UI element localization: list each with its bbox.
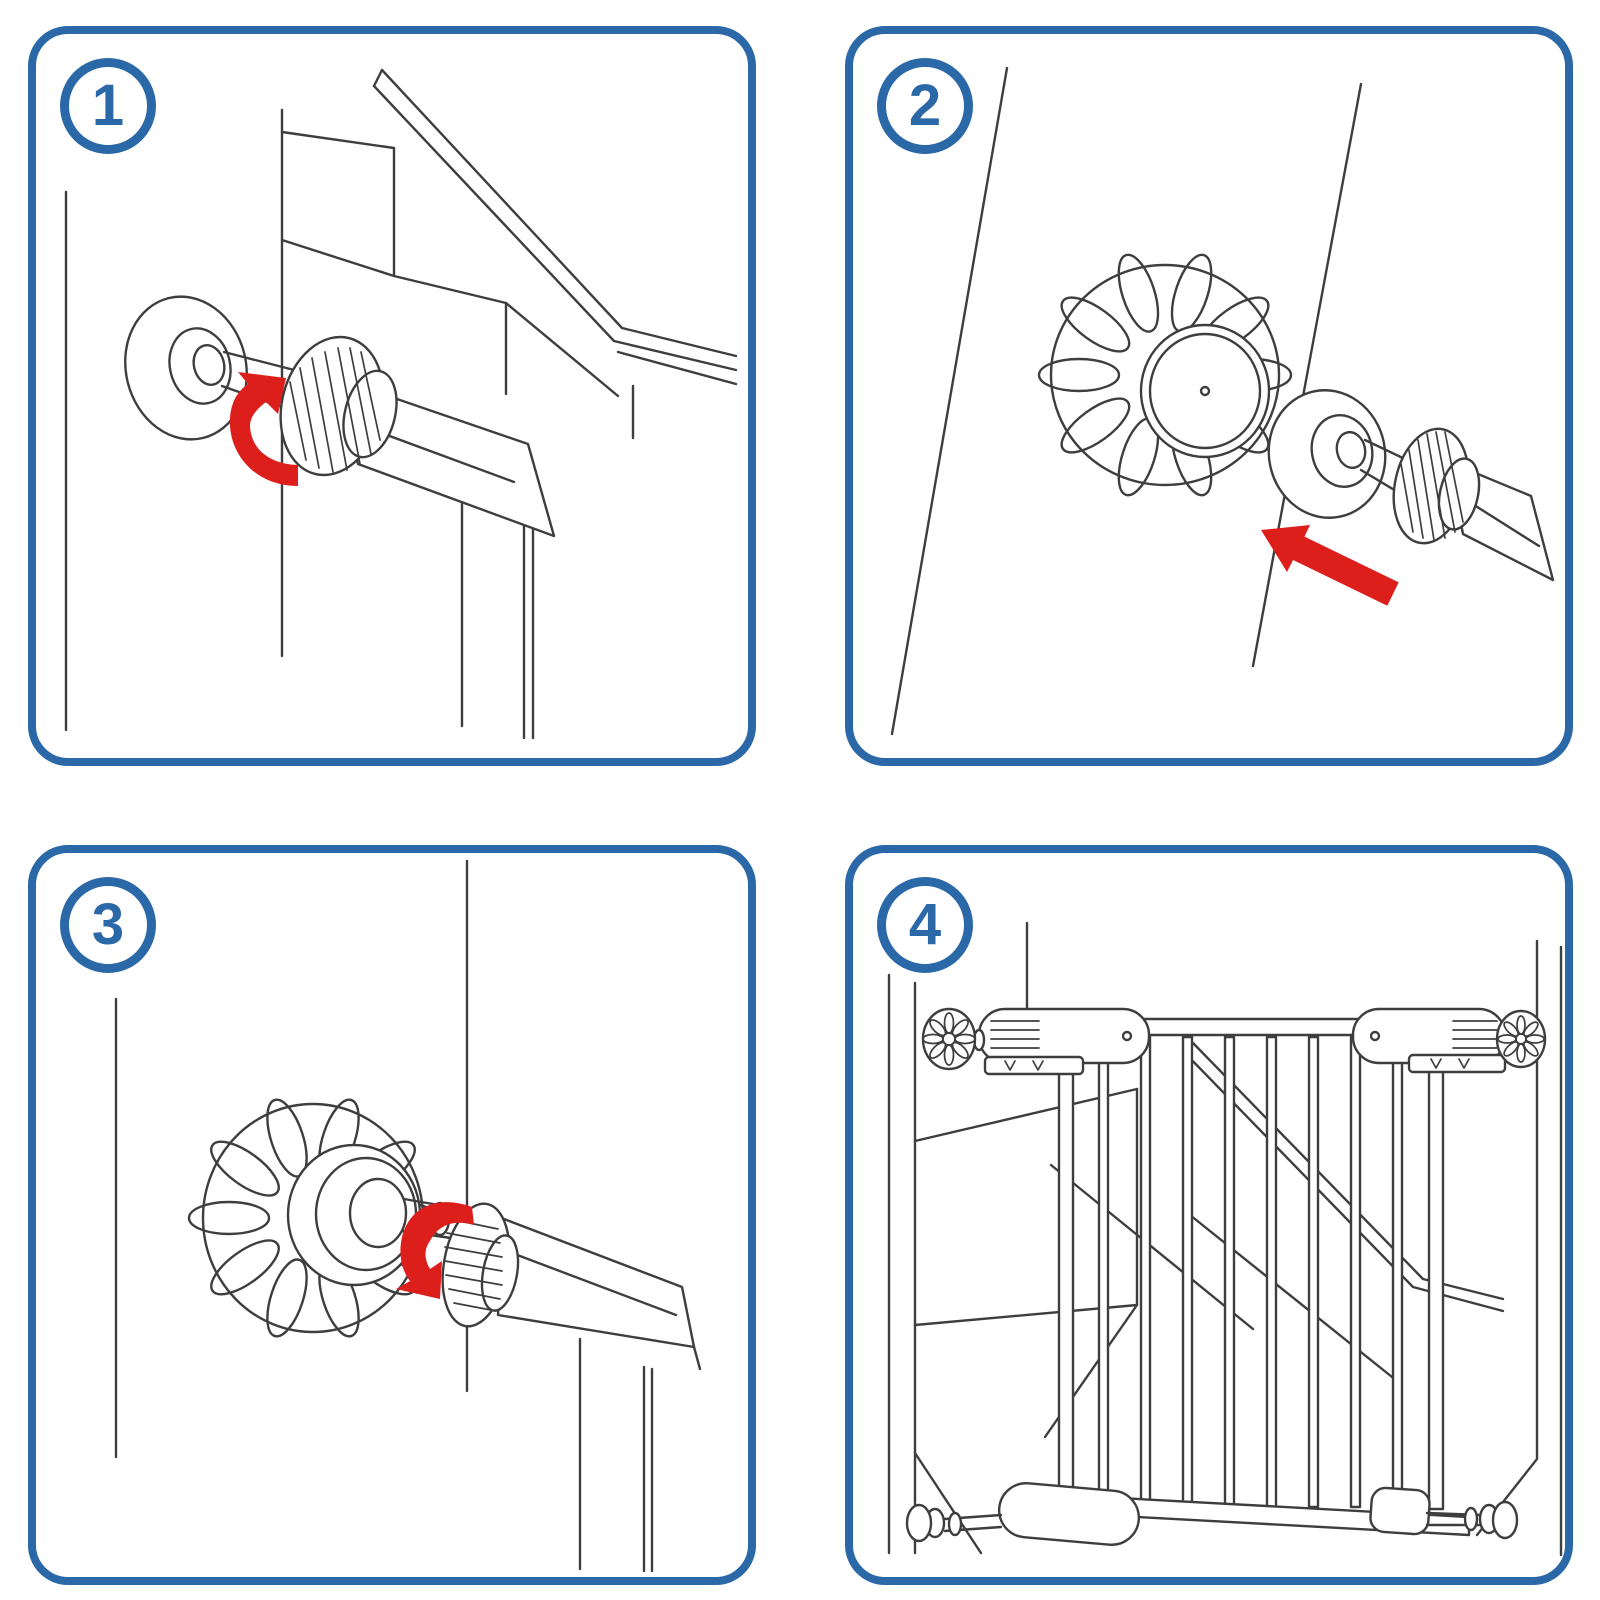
screw-dot <box>1121 1030 1133 1042</box>
flower-cap <box>921 1007 977 1071</box>
illustration-installed-gate <box>887 921 1563 1557</box>
step-panel-1: 1 <box>28 26 756 766</box>
step-panel-2: 2 <box>845 26 1573 766</box>
step-number-badge: 4 <box>877 877 973 973</box>
wall-and-stairs <box>64 68 738 740</box>
top-spindle-right <box>1495 1009 1547 1069</box>
spindle-assembly <box>124 295 556 538</box>
gate-frame-right <box>1427 1049 1445 1511</box>
screw-dot <box>1369 1030 1381 1042</box>
push-toward-wall-arrow-icon <box>1261 525 1399 606</box>
illustration-screw-spindle <box>64 68 738 740</box>
gate-foot-right <box>1369 1486 1431 1536</box>
center-hole <box>1199 385 1211 397</box>
safety-gate <box>905 1007 1547 1546</box>
latch-housing-left <box>977 1007 1151 1076</box>
bottom-spindle-right <box>1425 1500 1519 1540</box>
illustration-tighten-spindle <box>114 859 702 1573</box>
gate-foot-left <box>997 1482 1141 1546</box>
illustration-align-wall-cup <box>890 66 1555 736</box>
step-number-badge: 3 <box>60 877 156 973</box>
step-panel-3: 3 <box>28 845 756 1585</box>
flower-wall-cup <box>187 1098 439 1338</box>
rotate-counterclockwise-arrow-icon <box>229 372 298 486</box>
doorway-and-stairs <box>887 921 1563 1557</box>
gate-frame-left <box>1057 1045 1075 1511</box>
threaded-rod <box>1363 438 1409 462</box>
top-spindle-left <box>921 1007 986 1071</box>
step-number-badge: 2 <box>877 58 973 154</box>
gate-tube <box>496 1217 696 1349</box>
flower-cap <box>1495 1009 1547 1069</box>
gate-top-bar <box>1135 1017 1361 1037</box>
stair-handrail <box>1181 1049 1505 1313</box>
latch-housing-right <box>1351 1007 1507 1074</box>
bottom-spindle-left <box>905 1503 1003 1543</box>
rotate-clockwise-arrow-icon <box>396 1202 474 1299</box>
threaded-rod <box>222 350 304 374</box>
knurl-ridges <box>444 1218 503 1312</box>
spindle-assembly <box>400 1197 702 1371</box>
gate-bars <box>1097 1035 1404 1509</box>
knurl-ridges <box>289 347 381 473</box>
wall-lines <box>890 66 1363 736</box>
flower-wall-cup <box>1037 253 1293 497</box>
step-panel-4: 4 <box>845 845 1573 1585</box>
step-number-badge: 1 <box>60 58 156 154</box>
spindle-assembly <box>1267 389 1555 582</box>
wall-lines <box>114 859 654 1573</box>
knurl-ridges <box>1400 431 1464 541</box>
